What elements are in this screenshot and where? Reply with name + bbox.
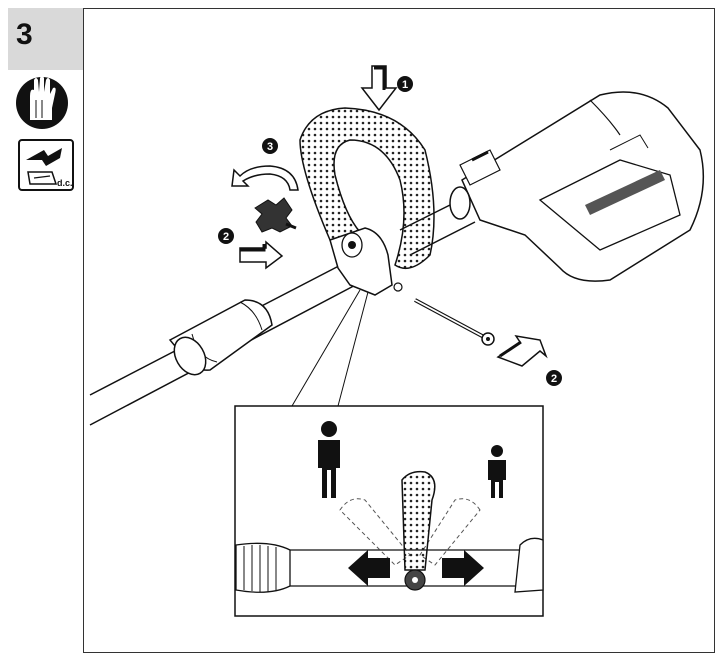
star-knob bbox=[254, 197, 297, 233]
callout-2-screw: 2 bbox=[551, 373, 557, 385]
callout-3: 3 bbox=[267, 141, 273, 153]
rotate-arrow: 3 bbox=[231, 138, 299, 191]
step-number: 3 bbox=[16, 18, 33, 51]
remove-knob-arrow: 2 bbox=[218, 228, 284, 270]
height-adjustment-inset bbox=[234, 405, 544, 617]
dc-battery-disconnect-icon: d.c. bbox=[18, 139, 74, 191]
protective-gloves-icon bbox=[16, 76, 68, 129]
handle-clamp bbox=[329, 227, 403, 296]
loop-handle bbox=[299, 107, 435, 270]
motor-housing bbox=[449, 91, 705, 282]
callout-2-knob: 2 bbox=[223, 231, 229, 243]
callout-1: 1 bbox=[402, 79, 408, 91]
step-number-box: 3 bbox=[8, 8, 83, 70]
short-person-icon bbox=[488, 445, 506, 498]
illustration-frame bbox=[83, 8, 715, 653]
clamp-screw bbox=[414, 298, 495, 346]
tall-person-icon bbox=[318, 421, 340, 498]
shaft-coupling-sleeve bbox=[168, 299, 273, 376]
dc-label: d.c. bbox=[57, 178, 73, 188]
press-down-arrow: 1 bbox=[360, 65, 413, 112]
insert-screw-arrow: 2 bbox=[496, 334, 562, 386]
